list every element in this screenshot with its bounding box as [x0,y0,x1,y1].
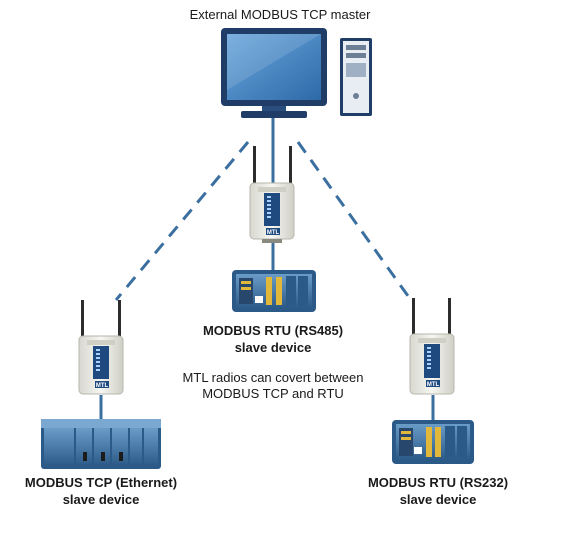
radio-brand-label: MTL [427,382,440,388]
antenna-left-icon [253,146,256,186]
antenna-left-icon [81,300,84,340]
ethernet-device-label: MODBUS TCP (Ethernet) [24,475,178,490]
antenna-right-icon [448,298,451,338]
wireless-link-left [114,141,250,301]
rs232-device-sublabel: slave device [399,492,477,507]
rs485-device-label: MODBUS RTU (RS485) [202,323,344,338]
antenna-right-icon [118,300,121,340]
wired-links [99,118,435,420]
antenna-left-icon [412,298,415,338]
rs232-device-label: MODBUS RTU (RS232) [367,475,509,490]
ethernet-device-sublabel: slave device [62,492,140,507]
radio-right: MTL [409,298,455,395]
master-label: External MODBUS TCP master [189,7,371,22]
radio-center: MTL [249,146,295,243]
master-computer [221,28,372,118]
radio-brand-label: MTL [96,383,109,389]
plc-ethernet [41,419,161,469]
wireless-link-right [296,141,410,297]
plc-rs485 [232,270,316,312]
antenna-right-icon [289,146,292,186]
rs485-device-sublabel: slave device [234,340,312,355]
tower-case [340,38,372,116]
conversion-note-line1: MTL radios can covert between [182,370,364,385]
wireless-links [114,141,410,301]
monitor [221,28,327,118]
radio-brand-label: MTL [267,230,280,236]
conversion-note-line2: MODBUS TCP and RTU [202,386,344,401]
radio-left: MTL [78,300,124,395]
plc-rs232 [392,420,474,464]
